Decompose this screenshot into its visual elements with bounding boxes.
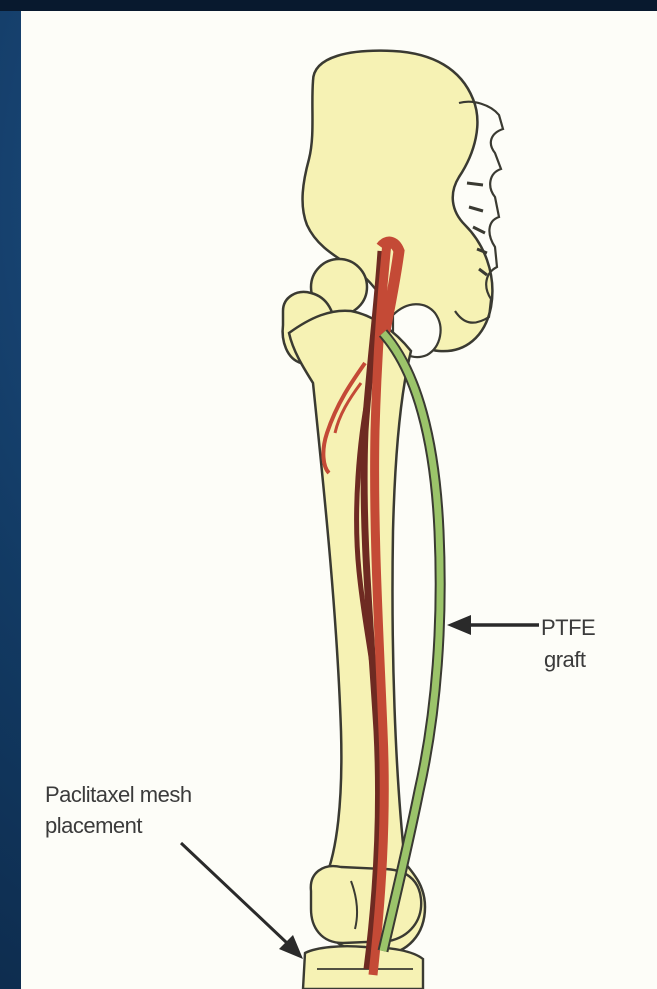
mesh-arrow-shaft bbox=[181, 843, 287, 943]
mesh-label-line1: Paclitaxel mesh bbox=[45, 780, 192, 810]
mesh-label-line2: placement bbox=[45, 811, 142, 841]
femoral-bypass-illustration bbox=[21, 11, 657, 989]
slide-top-strip bbox=[0, 0, 657, 11]
ptfe-label-line2: graft bbox=[544, 645, 586, 675]
ptfe-label-line1: PTFE bbox=[541, 613, 595, 643]
illustration-panel: PTFE graft Paclitaxel mesh placement bbox=[21, 11, 657, 989]
tibia-plateau bbox=[303, 946, 423, 989]
ptfe-arrowhead bbox=[447, 615, 471, 635]
